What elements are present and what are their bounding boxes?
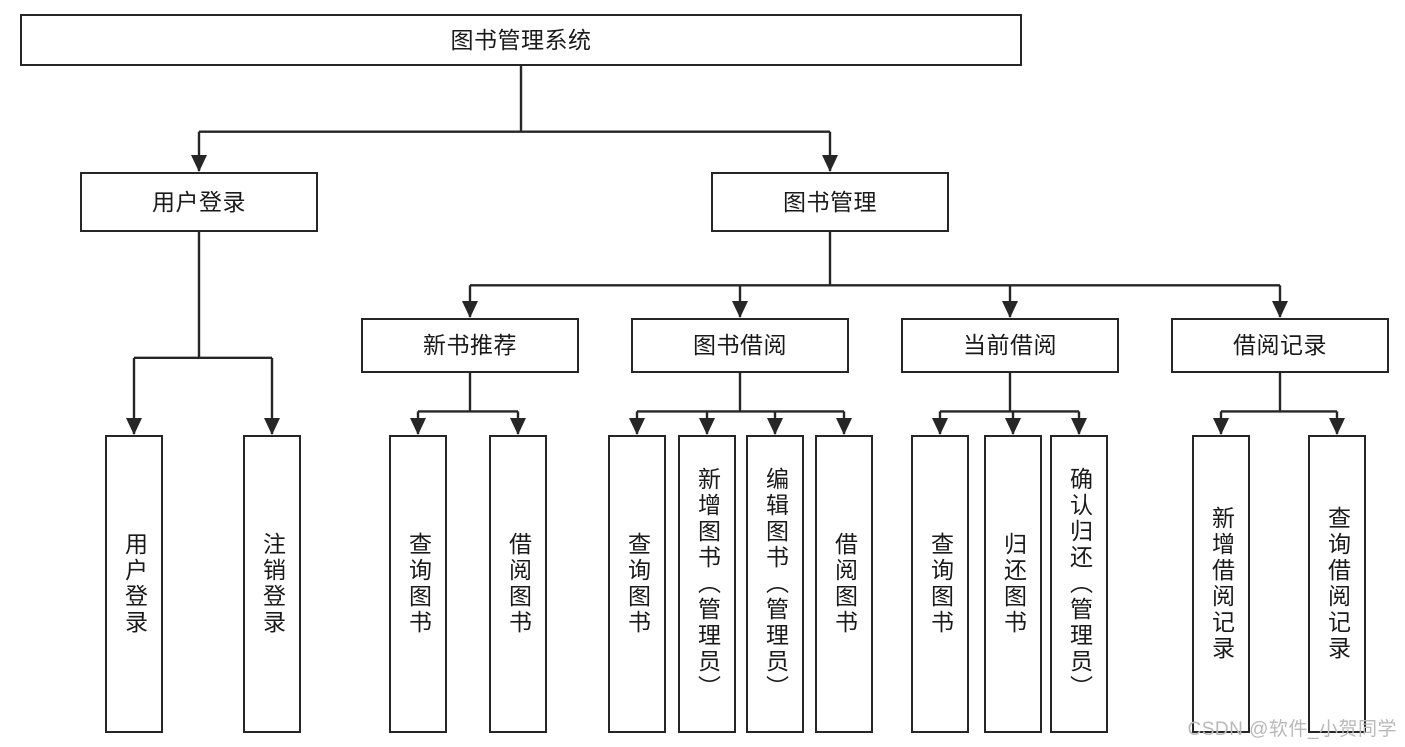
node-book-manage[interactable]: 图书管理 <box>711 172 949 232</box>
node-leaf-query-book-cur-label: 查询图书 <box>927 532 954 636</box>
arrowhead-icon <box>836 418 852 435</box>
arrowhead-icon <box>629 418 645 435</box>
node-new-book-recommend-label: 新书推荐 <box>423 332 517 359</box>
node-leaf-user-login[interactable]: 用户登录 <box>105 435 163 733</box>
arrowhead-icon <box>1002 301 1018 318</box>
arrowhead-icon <box>410 418 426 435</box>
node-leaf-query-book-borrow[interactable]: 查询图书 <box>608 435 666 733</box>
node-leaf-query-book-cur[interactable]: 查询图书 <box>911 435 969 733</box>
arrowhead-icon <box>1272 301 1288 318</box>
node-leaf-add-book-label: 新增图书（管理员） <box>694 467 721 701</box>
node-leaf-query-book-rec-label: 查询图书 <box>405 532 432 636</box>
node-leaf-query-record-label: 查询借阅记录 <box>1324 506 1351 662</box>
node-leaf-borrow-book-rec[interactable]: 借阅图书 <box>489 435 547 733</box>
node-leaf-edit-book-label: 编辑图书（管理员） <box>762 467 789 701</box>
node-leaf-query-book-rec[interactable]: 查询图书 <box>389 435 447 733</box>
arrowhead-icon <box>264 418 280 435</box>
node-leaf-add-book[interactable]: 新增图书（管理员） <box>678 435 736 733</box>
node-leaf-add-record[interactable]: 新增借阅记录 <box>1192 435 1250 733</box>
node-leaf-borrow-book[interactable]: 借阅图书 <box>815 435 873 733</box>
node-current-borrow-label: 当前借阅 <box>963 332 1057 359</box>
node-book-borrow-label: 图书借阅 <box>693 332 787 359</box>
arrowhead-icon <box>1329 418 1345 435</box>
node-current-borrow[interactable]: 当前借阅 <box>901 318 1119 373</box>
arrowhead-icon <box>462 301 478 318</box>
node-leaf-confirm-return-label: 确认归还（管理员） <box>1066 467 1093 701</box>
node-leaf-user-logout-label: 注销登录 <box>259 532 286 636</box>
node-leaf-user-login-label: 用户登录 <box>121 532 148 636</box>
arrowhead-icon <box>126 418 142 435</box>
arrowhead-icon <box>822 155 838 172</box>
node-borrow-record-label: 借阅记录 <box>1233 332 1327 359</box>
node-root[interactable]: 图书管理系统 <box>20 14 1022 66</box>
arrowhead-icon <box>767 418 783 435</box>
node-leaf-query-book-borrow-label: 查询图书 <box>624 532 651 636</box>
node-user-login[interactable]: 用户登录 <box>80 172 318 232</box>
arrowhead-icon <box>932 418 948 435</box>
node-user-login-label: 用户登录 <box>152 188 246 215</box>
node-leaf-return-book[interactable]: 归还图书 <box>984 435 1042 733</box>
arrowhead-icon <box>191 155 207 172</box>
node-book-manage-label: 图书管理 <box>783 188 877 215</box>
node-new-book-recommend[interactable]: 新书推荐 <box>361 318 579 373</box>
node-leaf-return-book-label: 归还图书 <box>1000 532 1027 636</box>
node-leaf-confirm-return[interactable]: 确认归还（管理员） <box>1050 435 1108 733</box>
watermark: CSDN @软件_小贺同学 <box>1187 719 1397 740</box>
node-book-borrow[interactable]: 图书借阅 <box>631 318 849 373</box>
node-leaf-query-record[interactable]: 查询借阅记录 <box>1308 435 1366 733</box>
arrowhead-icon <box>699 418 715 435</box>
node-leaf-edit-book[interactable]: 编辑图书（管理员） <box>746 435 804 733</box>
node-leaf-user-logout[interactable]: 注销登录 <box>243 435 301 733</box>
node-borrow-record[interactable]: 借阅记录 <box>1171 318 1389 373</box>
node-leaf-add-record-label: 新增借阅记录 <box>1208 506 1235 662</box>
arrowhead-icon <box>732 301 748 318</box>
arrowhead-icon <box>1005 418 1021 435</box>
node-leaf-borrow-book-label: 借阅图书 <box>831 532 858 636</box>
arrowhead-icon <box>510 418 526 435</box>
node-leaf-borrow-book-rec-label: 借阅图书 <box>505 532 532 636</box>
arrowhead-icon <box>1071 418 1087 435</box>
arrowhead-icon <box>1213 418 1229 435</box>
node-root-label: 图书管理系统 <box>450 26 592 53</box>
